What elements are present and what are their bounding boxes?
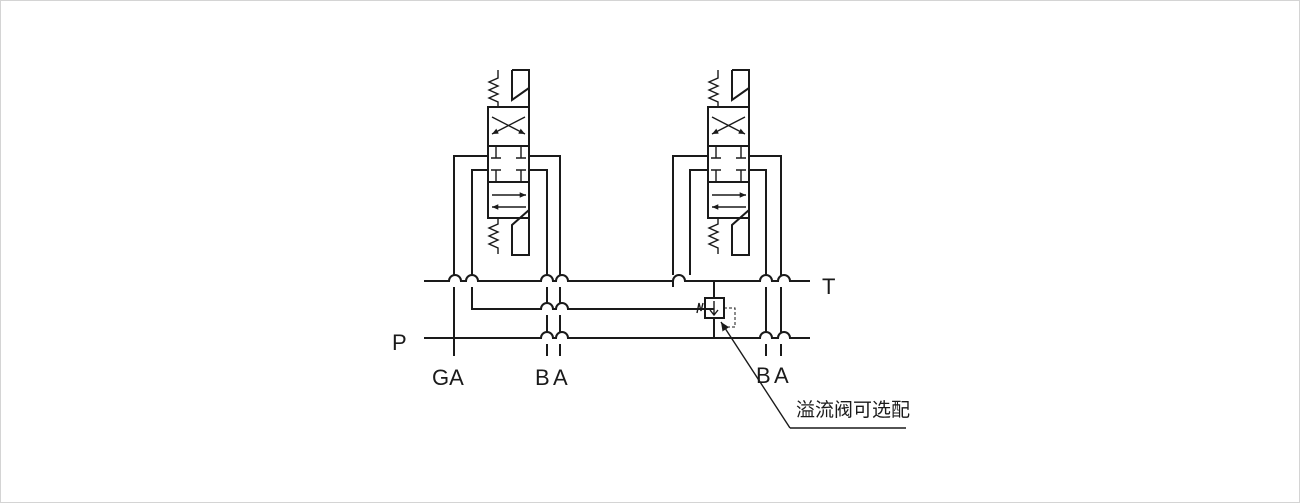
relief-valve bbox=[696, 281, 736, 338]
pressure-line bbox=[424, 331, 810, 339]
tank-port-label: T bbox=[822, 274, 835, 299]
handle-icon bbox=[511, 69, 530, 256]
left-valve-ports bbox=[453, 155, 561, 356]
callout-leader bbox=[720, 321, 906, 429]
spring-icon bbox=[487, 218, 500, 254]
relief-valve-note: 溢流阀可选配 bbox=[796, 399, 910, 421]
right-valve-ports bbox=[672, 155, 782, 356]
right-directional-valve bbox=[707, 69, 750, 256]
left-b-port-label: B bbox=[535, 365, 550, 390]
right-a-port-label: A bbox=[774, 363, 789, 388]
gauge-port-label: GA bbox=[432, 365, 464, 390]
left-a-port-label: A bbox=[553, 365, 568, 390]
tank-line bbox=[424, 274, 810, 282]
internal-pressure-loop bbox=[471, 264, 714, 310]
spring-icon bbox=[707, 70, 720, 107]
spring-icon bbox=[707, 218, 720, 254]
pressure-port-label: P bbox=[392, 330, 407, 355]
handle-icon bbox=[731, 69, 750, 256]
right-b-port-label: B bbox=[756, 363, 771, 388]
spring-icon bbox=[696, 302, 704, 314]
spring-icon bbox=[487, 70, 500, 107]
left-directional-valve bbox=[487, 69, 530, 256]
